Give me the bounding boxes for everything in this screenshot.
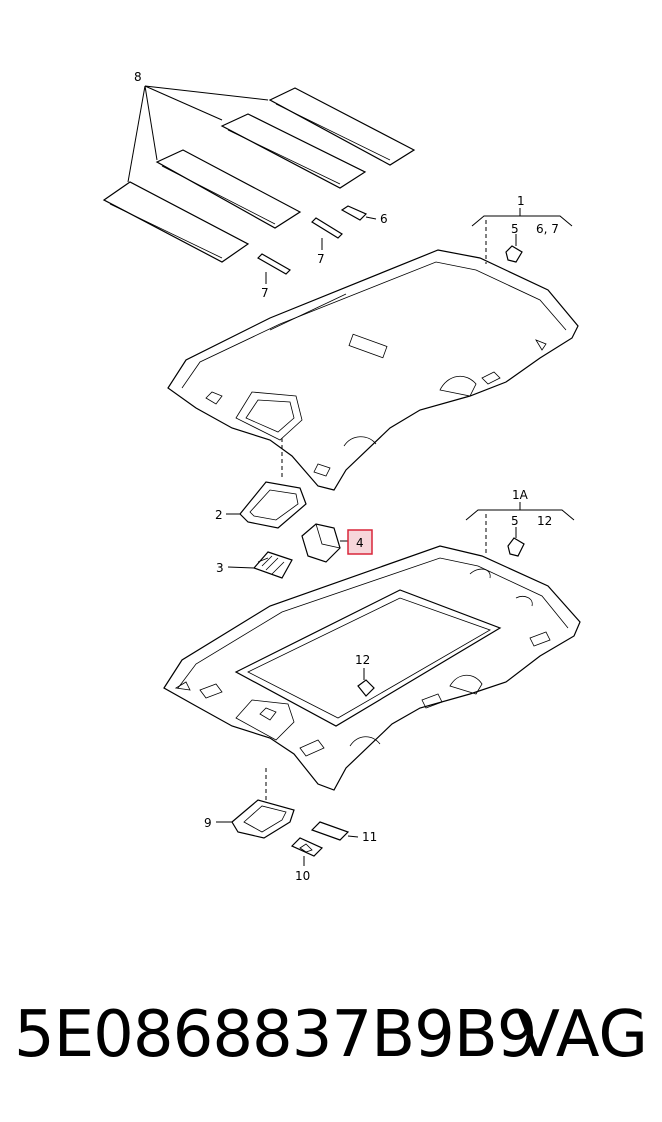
callout-4: 4 <box>356 536 364 550</box>
callout-12-right: 12 <box>537 514 552 528</box>
roof-console-9 <box>216 799 295 839</box>
callout-5-top: 5 <box>511 222 519 236</box>
trim-strip-7a <box>311 217 343 250</box>
callout-7-a: 7 <box>317 252 325 266</box>
callout-11: 11 <box>362 830 377 844</box>
clip-5-bottom <box>507 537 525 557</box>
cover-3 <box>227 551 293 579</box>
callout-12-mid: 12 <box>355 653 370 667</box>
part-4-highlighted <box>301 523 348 563</box>
clip-12-mid <box>357 668 375 697</box>
callout-9: 9 <box>204 816 212 830</box>
roof-console-2 <box>226 481 307 529</box>
callout-4-box <box>347 529 373 555</box>
callout-6-top: 6 <box>380 212 388 226</box>
brand-label: VAG <box>516 998 648 1072</box>
footer: 5E0868837B9B9 VAG <box>0 995 662 1085</box>
clip-6 <box>340 205 377 221</box>
headliner-standard <box>167 249 579 491</box>
part-11 <box>310 821 359 841</box>
callout-1A: 1A <box>512 488 529 502</box>
callout-5-bottom: 5 <box>511 514 519 528</box>
part-10 <box>290 837 324 866</box>
clip-5-top <box>505 245 523 263</box>
callout-1-bracket <box>471 208 573 264</box>
callout-1: 1 <box>517 194 525 208</box>
callout-2: 2 <box>215 508 223 522</box>
callout-7-b: 7 <box>261 286 269 300</box>
callout-1A-bracket <box>465 502 575 556</box>
callout-10: 10 <box>295 869 310 883</box>
part-number: 5E0868837B9B9 <box>14 998 537 1072</box>
callout-3: 3 <box>216 561 224 575</box>
insulation-pads <box>102 87 416 263</box>
callout-6-7: 6, 7 <box>536 222 559 236</box>
callout-8: 8 <box>134 70 142 84</box>
trim-strip-7b <box>257 253 291 284</box>
callout-8-leaders <box>127 85 269 183</box>
parts-diagram: 8 6 7 7 1 5 6, 7 <box>102 70 581 883</box>
headliner-sunroof <box>163 545 581 791</box>
